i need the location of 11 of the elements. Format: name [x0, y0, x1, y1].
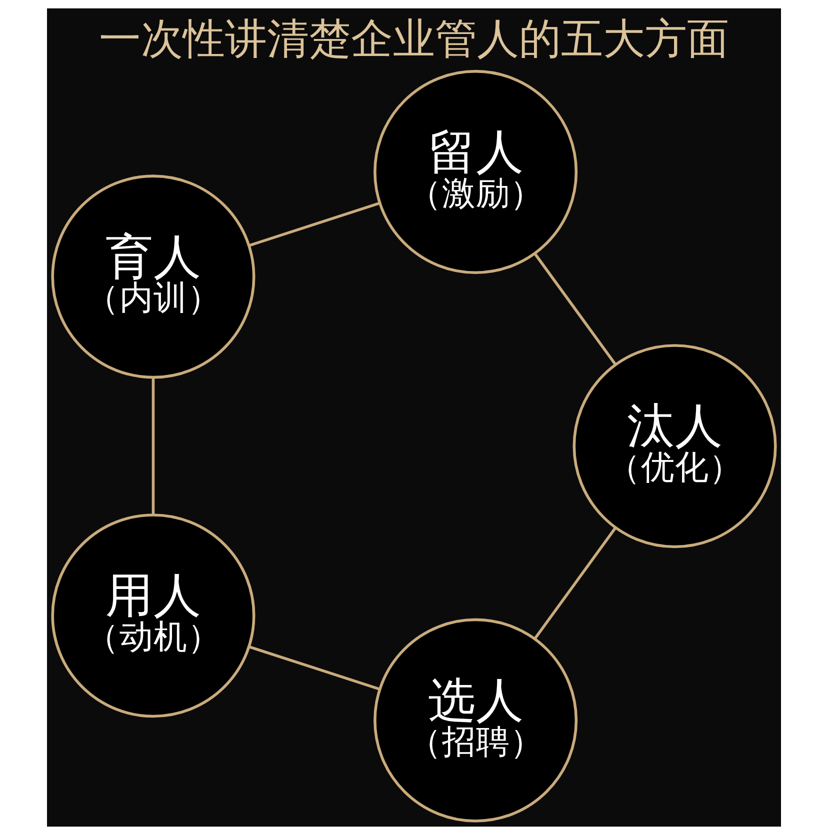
connector [534, 526, 617, 640]
node-circle: 用人 （动机） [51, 514, 256, 718]
node-circle: 汰人 （优化） [572, 344, 777, 548]
connector [248, 645, 380, 691]
node-circle: 育人 （内训） [51, 174, 256, 379]
connector [534, 252, 617, 366]
diagram-title: 一次性讲清楚企业管人的五大方面 [99, 14, 729, 64]
connector [248, 202, 380, 247]
node-circle: 留人 （激励） [374, 70, 578, 274]
connector [152, 378, 155, 515]
node-circle: 选人 （招聘） [374, 618, 578, 822]
